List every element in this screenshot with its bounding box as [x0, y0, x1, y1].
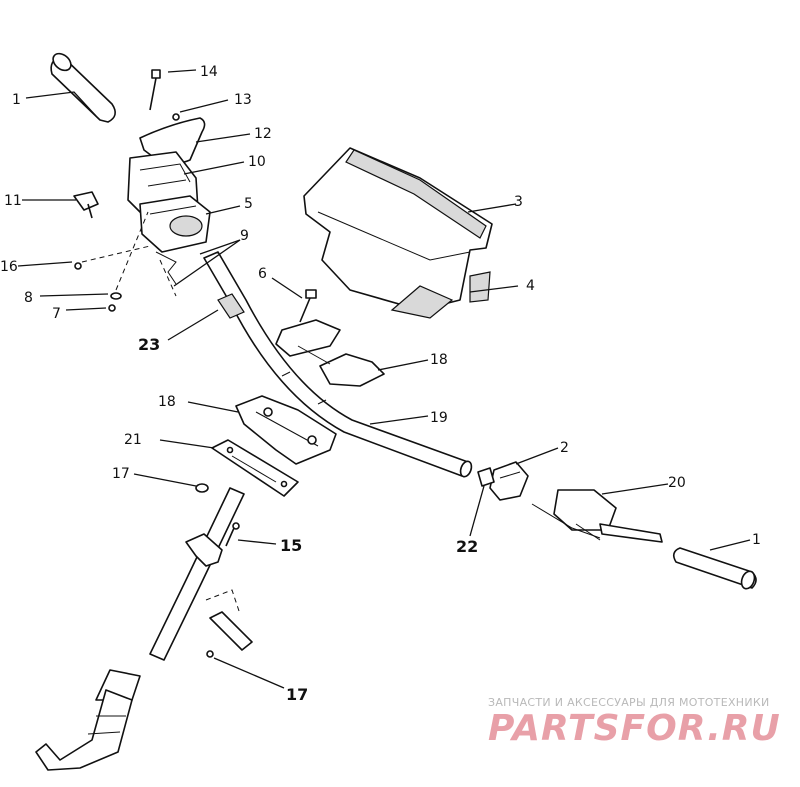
callout-20: 20	[668, 475, 686, 491]
assembly-line-16	[81, 245, 151, 263]
watermark-tagline: ЗАПЧАСТИ И АКСЕССУАРЫ ДЛЯ МОТОТЕХНИКИ	[488, 696, 770, 709]
callout-17-lower: 17	[286, 685, 308, 704]
callout-4: 4	[526, 278, 535, 294]
nut-16	[74, 262, 82, 270]
leader-lines	[17, 69, 751, 689]
callout-23: 23	[138, 335, 160, 354]
callout-13: 13	[234, 92, 252, 108]
nut-17-upper	[195, 483, 209, 493]
steering-column	[35, 487, 245, 771]
callout-8: 8	[24, 290, 33, 306]
assembly-line-9	[159, 259, 177, 297]
callout-5: 5	[244, 196, 253, 212]
column-bracket	[185, 533, 223, 567]
lens-cover-4	[390, 271, 491, 319]
callout-17-upper: 17	[112, 466, 130, 482]
callout-labels: 1 14 13 12 10 11 5 9 16 8 7 6 3 4 23 18 …	[0, 64, 761, 704]
watermark: ЗАПЧАСТИ И АКСЕССУАРЫ ДЛЯ МОТОТЕХНИКИ PA…	[488, 696, 781, 749]
callout-22: 22	[456, 537, 478, 556]
washer-8	[110, 292, 122, 300]
handlebar-tube-19	[203, 251, 473, 478]
callout-10: 10	[248, 154, 266, 170]
right-switch-bracket-2	[489, 461, 529, 501]
right-control-housing-20	[531, 489, 663, 543]
pin-17-lower	[205, 589, 253, 658]
mounting-plate-21	[211, 439, 299, 497]
screw-15	[225, 522, 240, 547]
callout-18-upper: 18	[430, 352, 448, 368]
fitting-22	[477, 467, 495, 487]
callout-3: 3	[514, 194, 523, 210]
screw-7	[108, 304, 116, 312]
handlebar-clamp-18-upper	[275, 319, 385, 387]
callout-14: 14	[200, 64, 218, 80]
parts-artwork	[17, 52, 757, 771]
handlebar-clamp-18-lower	[235, 395, 337, 465]
wire-9	[155, 251, 177, 285]
bolt-14	[149, 69, 161, 111]
callout-16: 16	[0, 259, 18, 275]
right-grip	[672, 547, 757, 590]
watermark-brand: PARTSFOR.RU	[488, 708, 781, 749]
headlight-nacelle-3	[303, 147, 493, 311]
callout-6: 6	[258, 266, 267, 282]
callout-1-right: 1	[752, 532, 761, 548]
switch-block-5	[139, 195, 211, 253]
screw-11	[73, 191, 99, 219]
callout-19: 19	[430, 410, 448, 426]
callout-9: 9	[240, 228, 249, 244]
bolt-6	[299, 289, 317, 323]
callout-15: 15	[280, 536, 302, 555]
callout-1-left: 1	[12, 92, 21, 108]
left-grip	[50, 52, 116, 123]
callout-11: 11	[4, 193, 22, 209]
callout-2: 2	[560, 440, 569, 456]
callout-12: 12	[254, 126, 272, 142]
washer-13	[172, 113, 180, 121]
callout-21: 21	[124, 432, 142, 448]
callout-18-lower: 18	[158, 394, 176, 410]
callout-7: 7	[52, 306, 61, 322]
